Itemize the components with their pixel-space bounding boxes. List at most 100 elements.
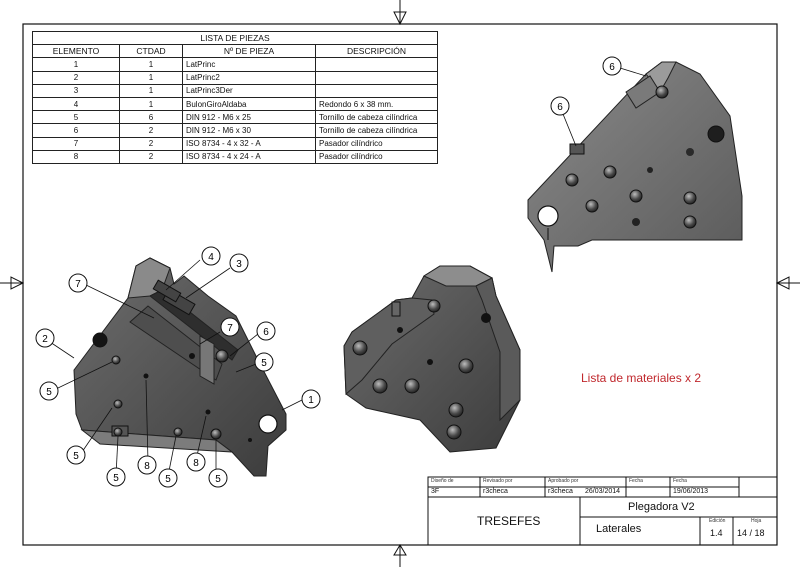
table-row: 6 2 DIN 912 - M6 x 30 Tornillo de cabeza… bbox=[32, 123, 438, 138]
drawing-title: Plegadora V2 bbox=[628, 501, 695, 513]
balloon-8b: 8 bbox=[186, 452, 206, 472]
table-row: 4 1 BulonGiroAldaba Redondo 6 x 38 mm. bbox=[32, 96, 438, 112]
approval-date: 26/03/2014 bbox=[585, 488, 621, 495]
sheet-number: 14 / 18 bbox=[737, 528, 765, 538]
date-label: Fecha bbox=[629, 478, 643, 484]
balloon-5c: 5 bbox=[66, 445, 86, 465]
header-part-number: Nº DE PIEZA bbox=[182, 44, 316, 59]
balloon-5a: 5 bbox=[254, 352, 274, 372]
reviewed-by-value: r3checa bbox=[483, 488, 508, 495]
table-row: 1 1 LatPrinc bbox=[32, 57, 438, 72]
svg-text:6: 6 bbox=[609, 62, 615, 73]
header-description: DESCRIPCIÓN bbox=[315, 44, 438, 59]
parts-list-table: LISTA DE PIEZAS ELEMENTO CTDAD Nº DE PIE… bbox=[32, 30, 438, 164]
cell-description: Tornillo de cabeza cilíndrica bbox=[315, 110, 438, 125]
svg-text:5: 5 bbox=[261, 358, 267, 369]
cell-quantity: 1 bbox=[119, 57, 183, 72]
company-name: TRESEFES bbox=[477, 514, 541, 528]
cell-description: Pasador cilíndrico bbox=[315, 136, 438, 151]
parts-list-title: LISTA DE PIEZAS bbox=[32, 30, 438, 46]
table-row: 5 6 DIN 912 - M6 x 25 Tornillo de cabeza… bbox=[32, 110, 438, 125]
cell-description bbox=[315, 83, 438, 98]
balloon-6a: 6 bbox=[602, 56, 622, 76]
cell-part-number: DIN 912 - M6 x 25 bbox=[182, 110, 316, 125]
svg-text:6: 6 bbox=[557, 102, 563, 113]
cell-description: Tornillo de cabeza cilíndrica bbox=[315, 123, 438, 138]
part-view-top-right bbox=[527, 61, 743, 273]
leader-lines bbox=[49, 67, 647, 477]
cell-quantity: 2 bbox=[119, 123, 183, 138]
designed-by-value: 3F bbox=[431, 488, 440, 495]
designed-by-label: Diseño de bbox=[431, 478, 454, 484]
svg-text:5: 5 bbox=[73, 451, 79, 462]
svg-text:5: 5 bbox=[215, 474, 221, 485]
approved-by-value: r3checa bbox=[548, 488, 573, 495]
balloon-5f: 5 bbox=[208, 468, 228, 488]
cell-quantity: 1 bbox=[119, 96, 183, 112]
cell-quantity: 6 bbox=[119, 110, 183, 125]
header-quantity: CTDAD bbox=[119, 44, 183, 59]
header-element: ELEMENTO bbox=[32, 44, 120, 59]
table-row: 2 1 LatPrinc2 bbox=[32, 70, 438, 85]
part-view-exploded bbox=[73, 257, 287, 477]
cell-part-number: LatPrinc2 bbox=[182, 70, 316, 85]
cell-part-number: DIN 912 - M6 x 30 bbox=[182, 123, 316, 138]
cell-element: 2 bbox=[32, 70, 120, 85]
balloon-5b: 5 bbox=[39, 381, 59, 401]
svg-text:7: 7 bbox=[227, 323, 233, 334]
cell-quantity: 2 bbox=[119, 149, 183, 164]
cell-part-number: BulonGiroAldaba bbox=[182, 96, 316, 112]
cell-element: 3 bbox=[32, 83, 120, 98]
table-row: 8 2 ISO 8734 - 4 x 24 - A Pasador cilínd… bbox=[32, 149, 438, 164]
balloon-3: 3 bbox=[229, 253, 249, 273]
table-row: 7 2 ISO 8734 - 4 x 32 - A Pasador cilínd… bbox=[32, 136, 438, 151]
cell-description bbox=[315, 70, 438, 85]
cell-element: 7 bbox=[32, 136, 120, 151]
cell-part-number: LatPrinc bbox=[182, 57, 316, 72]
balloon-5e: 5 bbox=[158, 468, 178, 488]
balloon-4: 4 bbox=[201, 246, 221, 266]
approved-by-label: Aprobado por bbox=[548, 478, 579, 484]
part-view-center bbox=[343, 265, 521, 453]
cell-description: Pasador cilíndrico bbox=[315, 149, 438, 164]
balloon-5d: 5 bbox=[106, 467, 126, 487]
svg-text:3: 3 bbox=[236, 259, 242, 270]
cell-element: 4 bbox=[32, 96, 120, 112]
cell-element: 8 bbox=[32, 149, 120, 164]
edition-value: 1.4 bbox=[710, 528, 723, 538]
cell-description bbox=[315, 57, 438, 72]
reviewed-by-label: Revisado por bbox=[483, 478, 513, 484]
cell-part-number: ISO 8734 - 4 x 32 - A bbox=[182, 136, 316, 151]
balloon-7b: 7 bbox=[220, 317, 240, 337]
svg-text:5: 5 bbox=[165, 474, 171, 485]
drawing-subtitle: Laterales bbox=[596, 523, 642, 535]
edition-label: Edición bbox=[709, 518, 726, 524]
cell-element: 6 bbox=[32, 123, 120, 138]
svg-text:6: 6 bbox=[263, 327, 269, 338]
sheet-label: Hoja bbox=[751, 518, 762, 524]
cell-element: 1 bbox=[32, 57, 120, 72]
svg-text:4: 4 bbox=[208, 252, 214, 263]
svg-text:7: 7 bbox=[75, 279, 81, 290]
table-header-row: ELEMENTO CTDAD Nº DE PIEZA DESCRIPCIÓN bbox=[32, 44, 438, 59]
balloon-6c: 6 bbox=[256, 321, 276, 341]
svg-text:1: 1 bbox=[308, 395, 314, 406]
balloon-6b: 6 bbox=[550, 96, 570, 116]
table-row: 3 1 LatPrinc3Der bbox=[32, 83, 438, 98]
balloon-2: 2 bbox=[35, 328, 55, 348]
svg-text:8: 8 bbox=[193, 458, 199, 469]
date-label: Fecha bbox=[673, 478, 687, 484]
cell-quantity: 1 bbox=[119, 70, 183, 85]
cell-quantity: 1 bbox=[119, 83, 183, 98]
svg-text:8: 8 bbox=[144, 461, 150, 472]
materials-note: Lista de materiales x 2 bbox=[581, 371, 702, 385]
cell-part-number: LatPrinc3Der bbox=[182, 83, 316, 98]
svg-text:5: 5 bbox=[46, 387, 52, 398]
balloon-7a: 7 bbox=[68, 273, 88, 293]
svg-text:2: 2 bbox=[42, 334, 48, 345]
balloon-1: 1 bbox=[301, 389, 321, 409]
svg-text:5: 5 bbox=[113, 473, 119, 484]
title-block-grid bbox=[427, 476, 778, 546]
